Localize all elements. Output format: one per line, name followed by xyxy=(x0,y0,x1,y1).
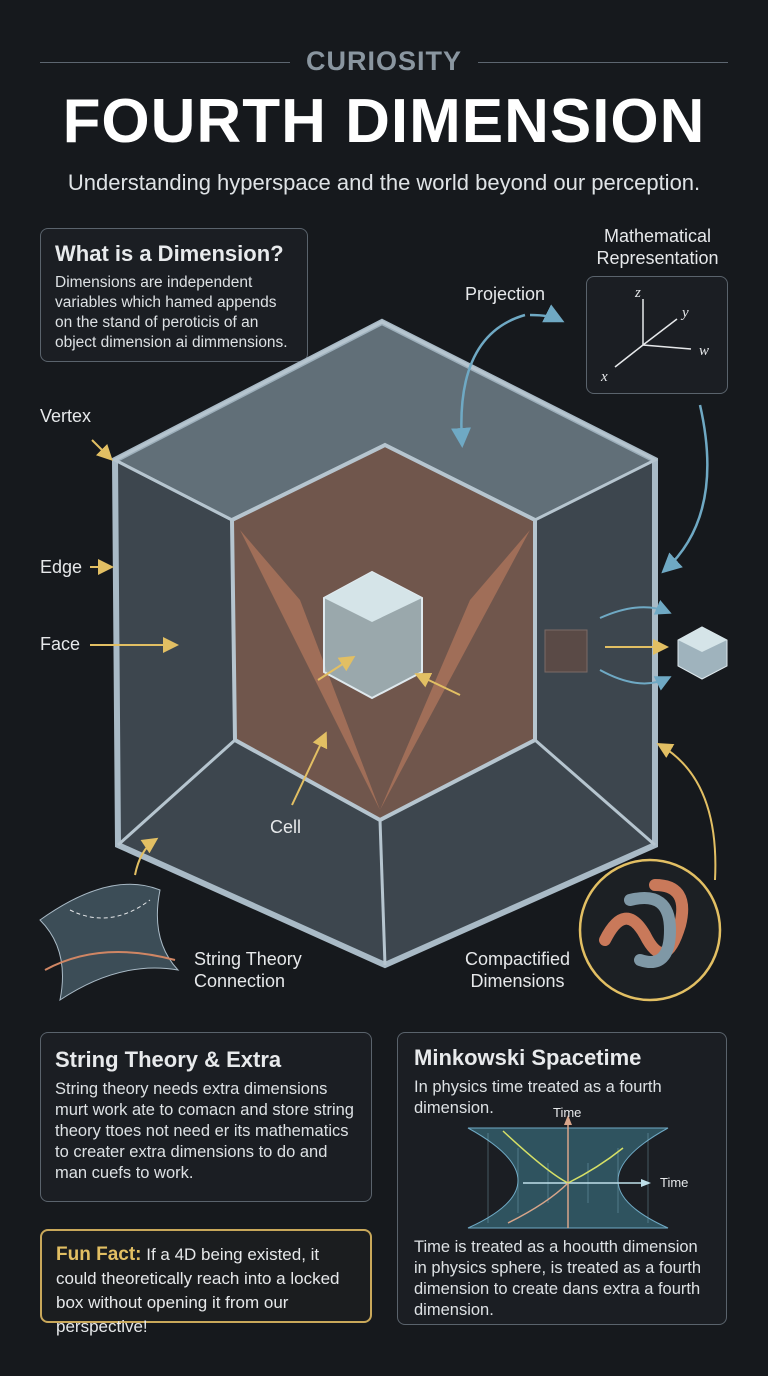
page-subtitle: Understanding hyperspace and the world b… xyxy=(67,170,701,195)
axis-y: y xyxy=(680,305,689,321)
axis-z: z xyxy=(634,285,641,301)
fun-fact-body: If a 4D being existed, it could theoreti… xyxy=(56,1245,340,1336)
kicker: CURIOSITY xyxy=(305,46,462,76)
axis-w: w xyxy=(699,343,709,359)
axis-label-horizontal: Time xyxy=(660,1175,689,1190)
label-face: Face xyxy=(40,634,81,654)
divider-left xyxy=(40,62,290,63)
page-title: FOURTH DIMENSION xyxy=(62,87,706,156)
card-body: String theory needs extra dimensions mur… xyxy=(55,1080,354,1182)
axis-x: x xyxy=(600,369,608,385)
axis-label-vertical: Time xyxy=(553,1105,582,1120)
label-projection: Projection xyxy=(465,284,546,304)
label-edge: Edge xyxy=(40,557,83,577)
card-body: Dimensions are independent variables whi… xyxy=(55,274,288,351)
small-cube-projected xyxy=(677,626,728,680)
math-axes-panel: z y w x xyxy=(586,276,728,394)
label-cell: Cell xyxy=(270,817,302,837)
spacetime-diagram xyxy=(467,1115,669,1229)
card-intro: In physics time treated as a fourth dime… xyxy=(414,1078,662,1117)
string-membrane xyxy=(39,883,180,1002)
minkowski-card: Minkowski Spacetime In physics time trea… xyxy=(397,1032,727,1325)
label-compactified: Compactified Dimensions xyxy=(464,949,571,991)
string-theory-card: String Theory & Extra String theory need… xyxy=(40,1032,372,1202)
small-cube-3d xyxy=(544,629,588,673)
tesseract-illustration xyxy=(39,304,728,1002)
compactified-dimensions-circle xyxy=(578,858,722,1002)
card-title: String Theory & Extra xyxy=(55,1047,282,1072)
math-title: Mathematical Representation xyxy=(596,226,719,268)
axes-diagram: z y w x xyxy=(600,285,709,385)
what-is-dimension-card: What is a Dimension? Dimensions are inde… xyxy=(40,228,308,362)
divider-right xyxy=(478,62,728,63)
center-cube xyxy=(323,570,423,700)
label-string-theory: String Theory Connection xyxy=(194,949,302,991)
fun-fact-card: Fun Fact: If a 4D being existed, it coul… xyxy=(40,1229,372,1336)
card-body: Time is treated as a hooutth dimension i… xyxy=(414,1238,702,1319)
card-title: Minkowski Spacetime xyxy=(414,1045,642,1070)
fun-fact-label: Fun Fact: xyxy=(56,1244,142,1265)
card-title: What is a Dimension? xyxy=(55,241,284,266)
label-vertex: Vertex xyxy=(40,406,92,426)
